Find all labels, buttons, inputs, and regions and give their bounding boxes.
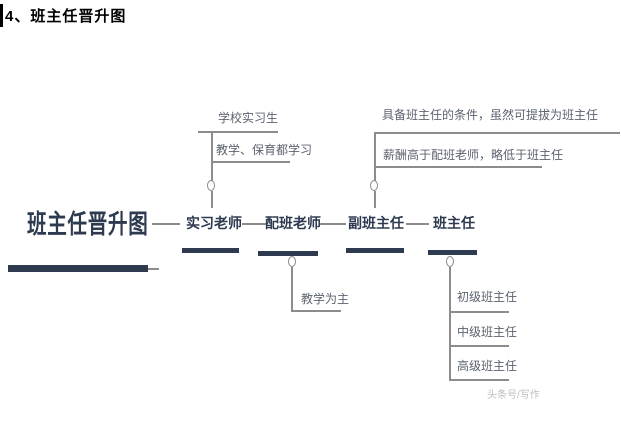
stage-node-intern-teacher: 实习老师 xyxy=(186,215,242,231)
connection-point xyxy=(288,256,296,267)
branch-line xyxy=(211,191,213,208)
branch-line xyxy=(374,191,376,208)
note-school-intern: 学校实习生 xyxy=(218,111,279,125)
connector-line xyxy=(406,223,429,225)
watermark: 头条号/写作 xyxy=(487,390,540,401)
stage-underline-bar xyxy=(258,251,318,256)
stage-node-head-teacher: 班主任 xyxy=(433,215,475,231)
root-underline-bar xyxy=(8,265,148,272)
note-underline xyxy=(449,379,509,381)
note-underline xyxy=(374,132,620,134)
note-intermediate-head-teacher: 中级班主任 xyxy=(457,325,518,339)
connector-line xyxy=(242,223,267,225)
note-underline xyxy=(198,131,278,133)
branch-line xyxy=(374,133,376,181)
note-underline xyxy=(291,310,341,312)
diagram-root-title: 班主任晋升图 xyxy=(27,209,149,239)
connection-point xyxy=(207,180,215,191)
stage-node-deputy-head-teacher: 副班主任 xyxy=(348,215,404,231)
note-underline xyxy=(211,161,290,163)
branch-line xyxy=(449,267,451,381)
note-deputy-salary: 薪酬高于配班老师，略低于班主任 xyxy=(383,148,564,162)
note-underline xyxy=(449,311,509,313)
note-underline xyxy=(449,345,509,347)
document-title[interactable]: 4、班主任晋升图 xyxy=(5,8,127,25)
note-deputy-qualification: 具备班主任的条件，虽然可提拔为班主任 xyxy=(382,108,599,122)
connection-point xyxy=(446,256,454,267)
note-senior-head-teacher: 高级班主任 xyxy=(457,359,518,373)
branch-line xyxy=(211,131,213,181)
note-learn-teaching-childcare: 教学、保育都学习 xyxy=(216,143,313,157)
stage-underline-bar xyxy=(428,250,477,255)
branch-line xyxy=(291,267,293,311)
root-connector-dash xyxy=(148,268,159,270)
connector-line xyxy=(152,223,180,225)
note-underline xyxy=(374,166,542,168)
connection-point xyxy=(370,180,378,191)
stage-underline-bar xyxy=(182,248,239,253)
stage-underline-bar xyxy=(346,248,404,253)
note-junior-head-teacher: 初级班主任 xyxy=(457,290,518,304)
note-teaching-focus: 教学为主 xyxy=(301,292,350,306)
stage-node-co-teacher: 配班老师 xyxy=(265,215,321,231)
text-cursor xyxy=(0,4,3,27)
connector-line xyxy=(320,223,346,225)
